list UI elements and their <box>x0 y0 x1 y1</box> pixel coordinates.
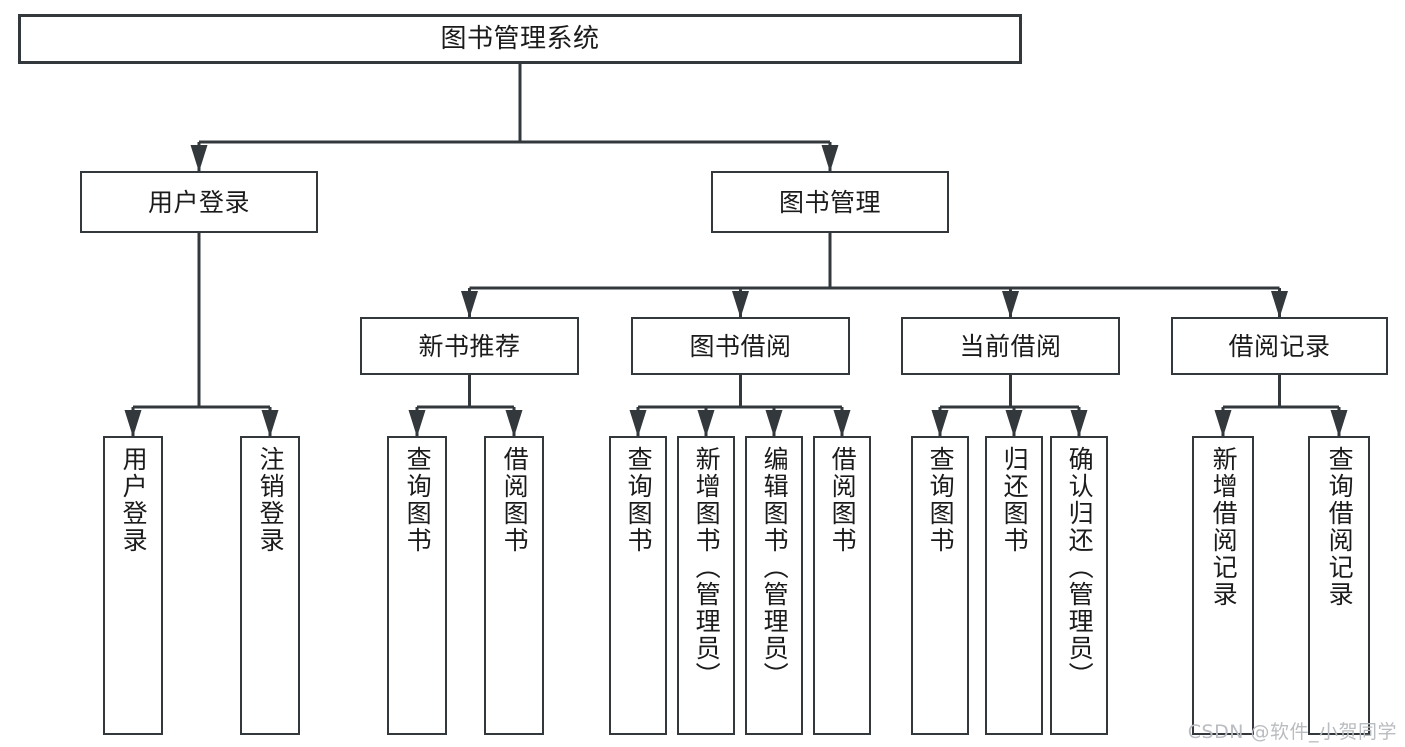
node-borrow-record[interactable]: 借阅记录 <box>1171 317 1388 375</box>
node-leaf-edit-book[interactable]: 编辑图书（管理员） <box>745 436 803 735</box>
node-leaf-add-book[interactable]: 新增图书（管理员） <box>677 436 735 735</box>
node-label-leaf-query-book-3: 查询图书 <box>926 446 956 554</box>
node-book-manage[interactable]: 图书管理 <box>711 171 949 233</box>
node-label-leaf-borrow-book-2: 借阅图书 <box>828 446 858 554</box>
node-label-leaf-query-book-2: 查询图书 <box>624 446 654 554</box>
node-root[interactable]: 图书管理系统 <box>18 14 1022 64</box>
node-current-borrow[interactable]: 当前借阅 <box>901 317 1120 375</box>
node-label-book-manage: 图书管理 <box>778 187 881 217</box>
node-label-book-borrow: 图书借阅 <box>689 331 792 361</box>
node-label-leaf-query-book-1: 查询图书 <box>403 446 433 554</box>
node-book-borrow[interactable]: 图书借阅 <box>631 317 850 375</box>
node-new-book-rec[interactable]: 新书推荐 <box>360 317 579 375</box>
node-leaf-user-logout[interactable]: 注销登录 <box>240 436 300 735</box>
node-label-leaf-user-logout: 注销登录 <box>256 446 286 554</box>
node-label-leaf-edit-book: 编辑图书（管理员） <box>760 446 790 689</box>
node-user-login[interactable]: 用户登录 <box>80 171 318 233</box>
node-leaf-query-book-2[interactable]: 查询图书 <box>609 436 667 735</box>
node-leaf-user-login[interactable]: 用户登录 <box>103 436 163 735</box>
node-label-leaf-user-login: 用户登录 <box>119 446 149 554</box>
node-leaf-query-book-3[interactable]: 查询图书 <box>911 436 969 735</box>
node-label-current-borrow: 当前借阅 <box>959 331 1062 361</box>
node-leaf-query-record[interactable]: 查询借阅记录 <box>1308 436 1370 735</box>
node-label-leaf-add-book: 新增图书（管理员） <box>692 446 722 689</box>
node-leaf-add-record[interactable]: 新增借阅记录 <box>1192 436 1254 735</box>
node-label-leaf-add-record: 新增借阅记录 <box>1209 446 1239 608</box>
node-label-borrow-record: 借阅记录 <box>1228 331 1331 361</box>
node-label-leaf-query-record: 查询借阅记录 <box>1325 446 1355 608</box>
node-leaf-borrow-book-2[interactable]: 借阅图书 <box>813 436 871 735</box>
node-leaf-query-book-1[interactable]: 查询图书 <box>387 436 447 735</box>
node-label-leaf-return-book: 归还图书 <box>1000 446 1030 554</box>
node-label-root: 图书管理系统 <box>440 23 600 54</box>
node-label-leaf-confirm-return: 确认归还（管理员） <box>1065 446 1095 689</box>
csdn-watermark: CSDN @软件_小贺同学 <box>1187 721 1397 743</box>
node-leaf-confirm-return[interactable]: 确认归还（管理员） <box>1050 436 1108 735</box>
node-label-leaf-borrow-book-1: 借阅图书 <box>500 446 530 554</box>
node-label-new-book-rec: 新书推荐 <box>418 331 521 361</box>
node-leaf-borrow-book-1[interactable]: 借阅图书 <box>484 436 544 735</box>
node-label-user-login: 用户登录 <box>147 187 250 217</box>
node-leaf-return-book[interactable]: 归还图书 <box>985 436 1043 735</box>
